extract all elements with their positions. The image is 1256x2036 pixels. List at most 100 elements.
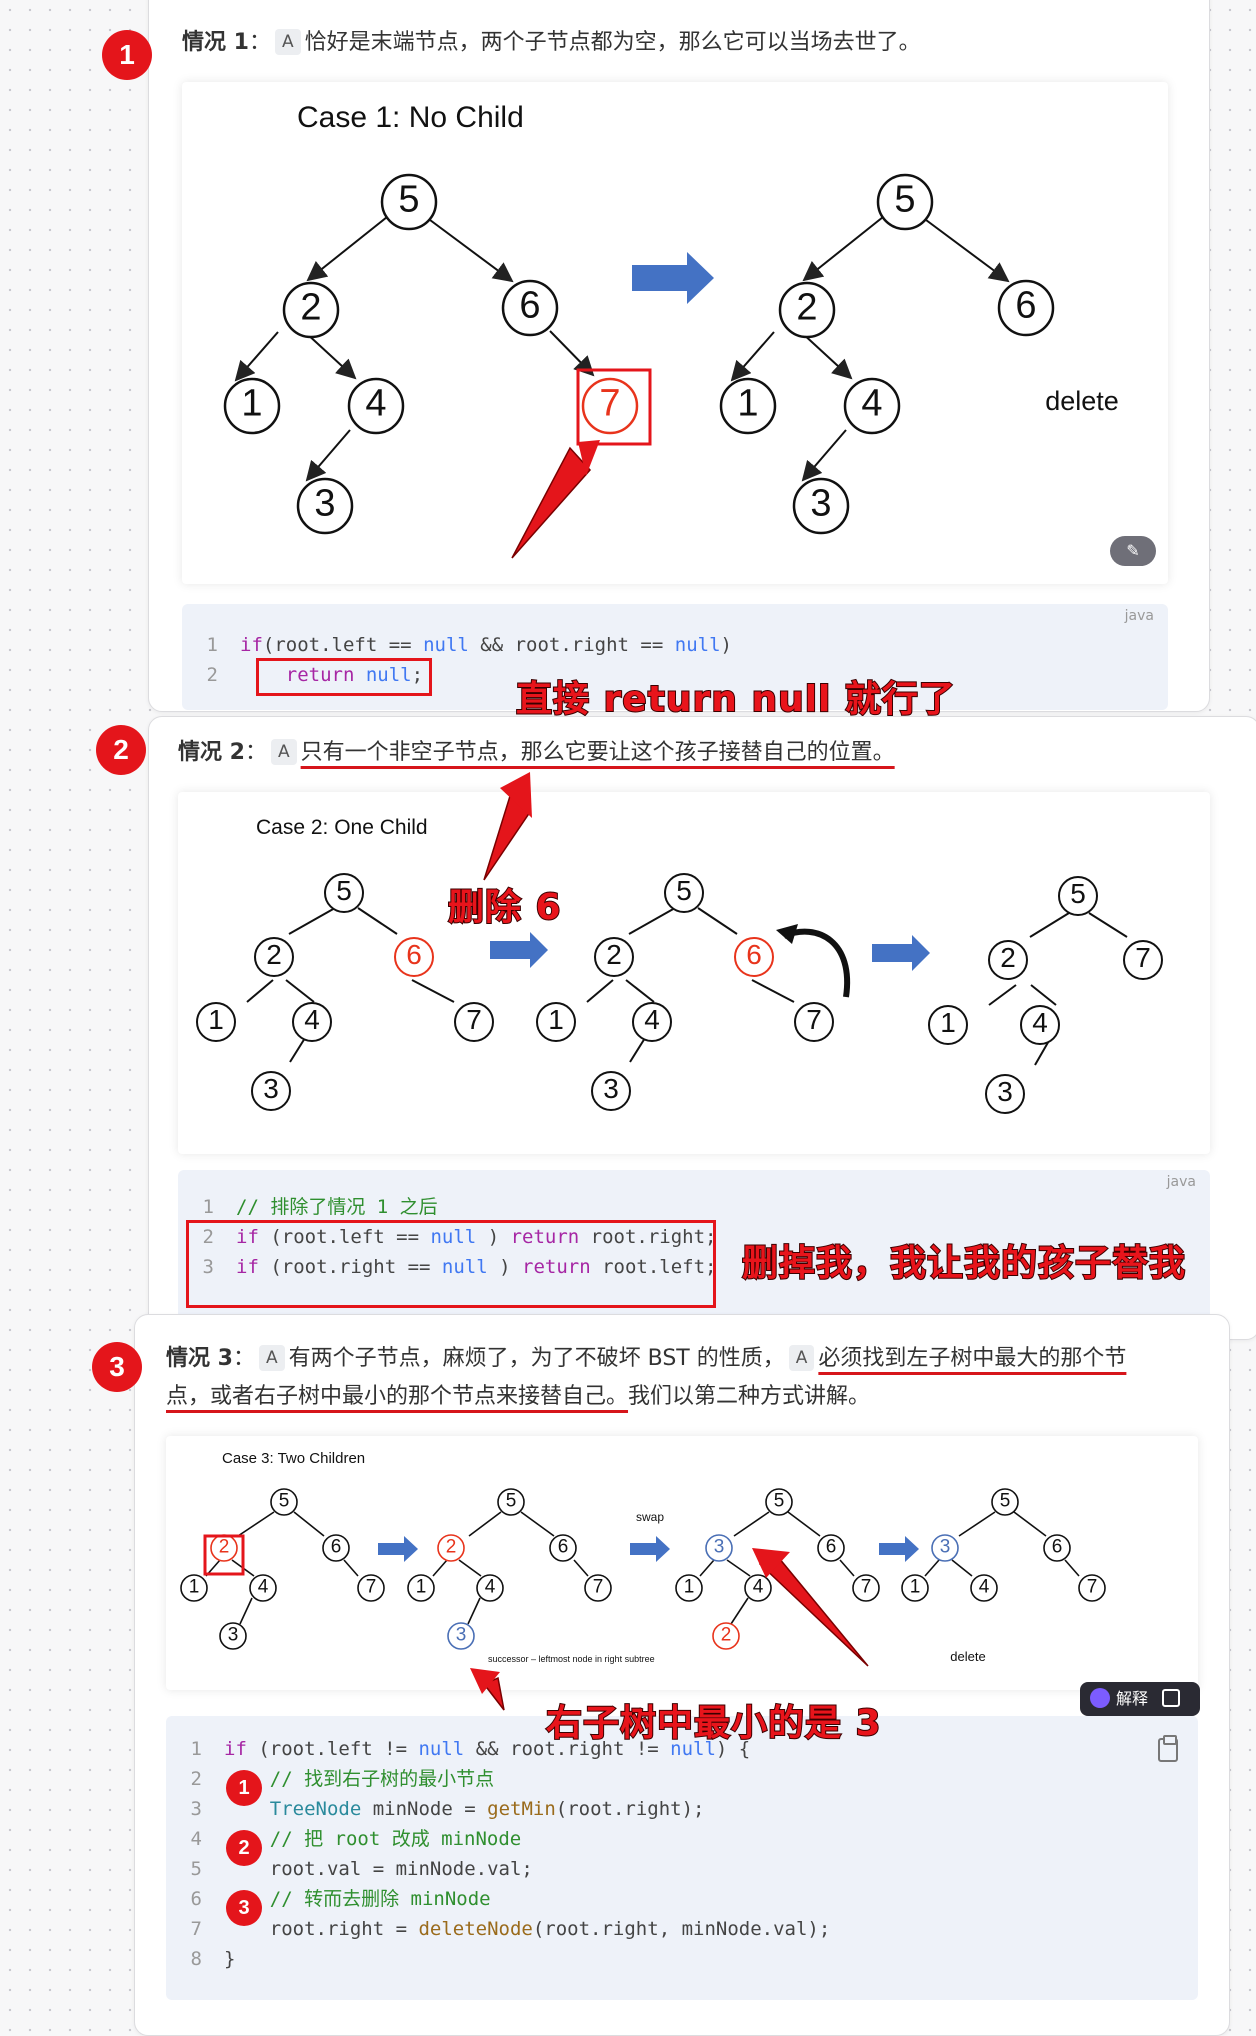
- case3-note: 右子树中最小的是 3: [545, 1702, 882, 1745]
- tree-edge: [357, 907, 398, 935]
- code-token: if: [224, 1738, 247, 1760]
- tree-node-label: 6: [558, 1537, 569, 1558]
- tree-node-label: 7: [466, 1004, 482, 1035]
- tree-node-3: 3: [931, 1534, 959, 1562]
- tree-node-label: 5: [506, 1491, 517, 1512]
- code-token: ==: [628, 634, 675, 656]
- explain-button[interactable]: 解释: [1080, 1682, 1200, 1716]
- tree-node-6: 6: [501, 279, 559, 337]
- tree-edge: [432, 1559, 448, 1577]
- tree-node-1: 1: [196, 1002, 236, 1042]
- case3-delete-label: delete: [950, 1649, 985, 1664]
- case2-code-box: [186, 1220, 716, 1308]
- code-line: 5 root.val = minNode.val;: [166, 1854, 533, 1884]
- tree-node-label: 1: [684, 1577, 695, 1598]
- case2-title: 情况 2: [178, 740, 245, 765]
- tree-node-2: 2: [210, 1534, 238, 1562]
- tree-node-label: 2: [266, 939, 282, 970]
- tree-node-label: 1: [208, 1004, 224, 1035]
- tree-edge: [839, 1559, 855, 1577]
- tree-node-4: 4: [843, 377, 901, 435]
- copy-code-button[interactable]: [1158, 1735, 1178, 1762]
- case2-edges: [246, 907, 1128, 1066]
- line-number: 1: [206, 634, 218, 656]
- tree-node-label: 2: [300, 287, 321, 329]
- tree-node-1: 1: [180, 1574, 208, 1602]
- tree-node-label: 1: [416, 1577, 427, 1598]
- tree-node-3: 3: [985, 1074, 1025, 1114]
- code-line: 6 // 转而去删除 minNode: [166, 1884, 491, 1914]
- code-line: 4 // 把 root 改成 minNode: [166, 1824, 522, 1854]
- tree-edge: [520, 1511, 555, 1537]
- code-token: ): [720, 634, 732, 656]
- tree-node-7: 7: [454, 1002, 494, 1042]
- tree-node-label: 3: [940, 1537, 951, 1558]
- tree-node-4: 4: [292, 1002, 332, 1042]
- tree-node-label: 5: [1000, 1491, 1011, 1512]
- case3-colon: ：: [232, 1346, 255, 1371]
- explain-label: 解释: [1116, 1689, 1149, 1708]
- code-token: (root.right ==: [258, 1256, 442, 1278]
- case2-arrow-1: [490, 932, 548, 968]
- code-token: ): [487, 1256, 523, 1278]
- tree-node-label: 3: [997, 1076, 1013, 1107]
- line-number: 7: [190, 1918, 202, 1940]
- code-token: root.right =: [224, 1918, 419, 1940]
- case1-tree-before: [234, 216, 595, 482]
- tree-node-7: 7: [1123, 940, 1163, 980]
- case3-diagram: Case 3: Two Children swap successor – le…: [166, 1436, 1198, 1690]
- tree-node-3: 3: [705, 1534, 733, 1562]
- line-number: 3: [190, 1798, 202, 1820]
- tree-node-4: 4: [476, 1574, 504, 1602]
- tree-edge: [1029, 912, 1070, 938]
- tree-node-5: 5: [765, 1488, 793, 1516]
- line-number: 8: [190, 1948, 202, 1970]
- tree-node-label: 3: [228, 1625, 239, 1646]
- tree-node-2: 2: [988, 940, 1028, 980]
- case3-edges: [205, 1511, 1080, 1625]
- code-token: (root.right);: [555, 1798, 705, 1820]
- assistant-bot-icon: [1090, 1688, 1110, 1708]
- code-token: if: [240, 634, 263, 656]
- code-token: deleteNode: [418, 1918, 533, 1940]
- case3-title: 情况 3: [166, 1346, 233, 1371]
- case3-arrow-3: [879, 1536, 919, 1562]
- tree-edge: [467, 1597, 481, 1625]
- tree-node-label: 4: [485, 1577, 496, 1598]
- tree-node-label: 5: [336, 875, 352, 906]
- tree-edge: [1064, 1559, 1080, 1577]
- magic-wand-button[interactable]: ✎: [1110, 536, 1156, 566]
- tree-edge: [625, 979, 655, 1003]
- line-number: 1: [202, 1196, 214, 1218]
- tree-node-6: 6: [394, 937, 434, 977]
- case3-arrow-1: [378, 1536, 418, 1562]
- code-token: null: [418, 1738, 465, 1760]
- tree-node-1: 1: [407, 1574, 435, 1602]
- tree-node-label: 2: [796, 287, 817, 329]
- case2-colon: ：: [244, 740, 267, 765]
- code-token: root.val = minNode.val;: [224, 1858, 533, 1880]
- tree-edge: [246, 979, 274, 1003]
- code-token: ==: [377, 634, 424, 656]
- magic-wand-icon: ✎: [1126, 541, 1140, 560]
- tree-node-label: 6: [331, 1537, 342, 1558]
- code-line: 3 TreeNode minNode = getMin(root.right);: [166, 1794, 705, 1824]
- tree-node-label: 2: [606, 939, 622, 970]
- tree-node-label: 3: [714, 1537, 725, 1558]
- tree-node-label: 4: [644, 1004, 660, 1035]
- tree-node-6: 6: [734, 937, 774, 977]
- tree-node-4: 4: [632, 1002, 672, 1042]
- case1-text: 恰好是末端节点，两个子节点都为空，那么它可以当场去世了。: [304, 30, 921, 55]
- tree-node-label: 5: [1070, 878, 1086, 909]
- code-token: null: [674, 634, 721, 656]
- tree-node-label: 6: [1015, 285, 1036, 327]
- tree-node-5: 5: [497, 1488, 525, 1516]
- tree-node-label: 1: [737, 383, 758, 425]
- tree-node-label: 5: [774, 1491, 785, 1512]
